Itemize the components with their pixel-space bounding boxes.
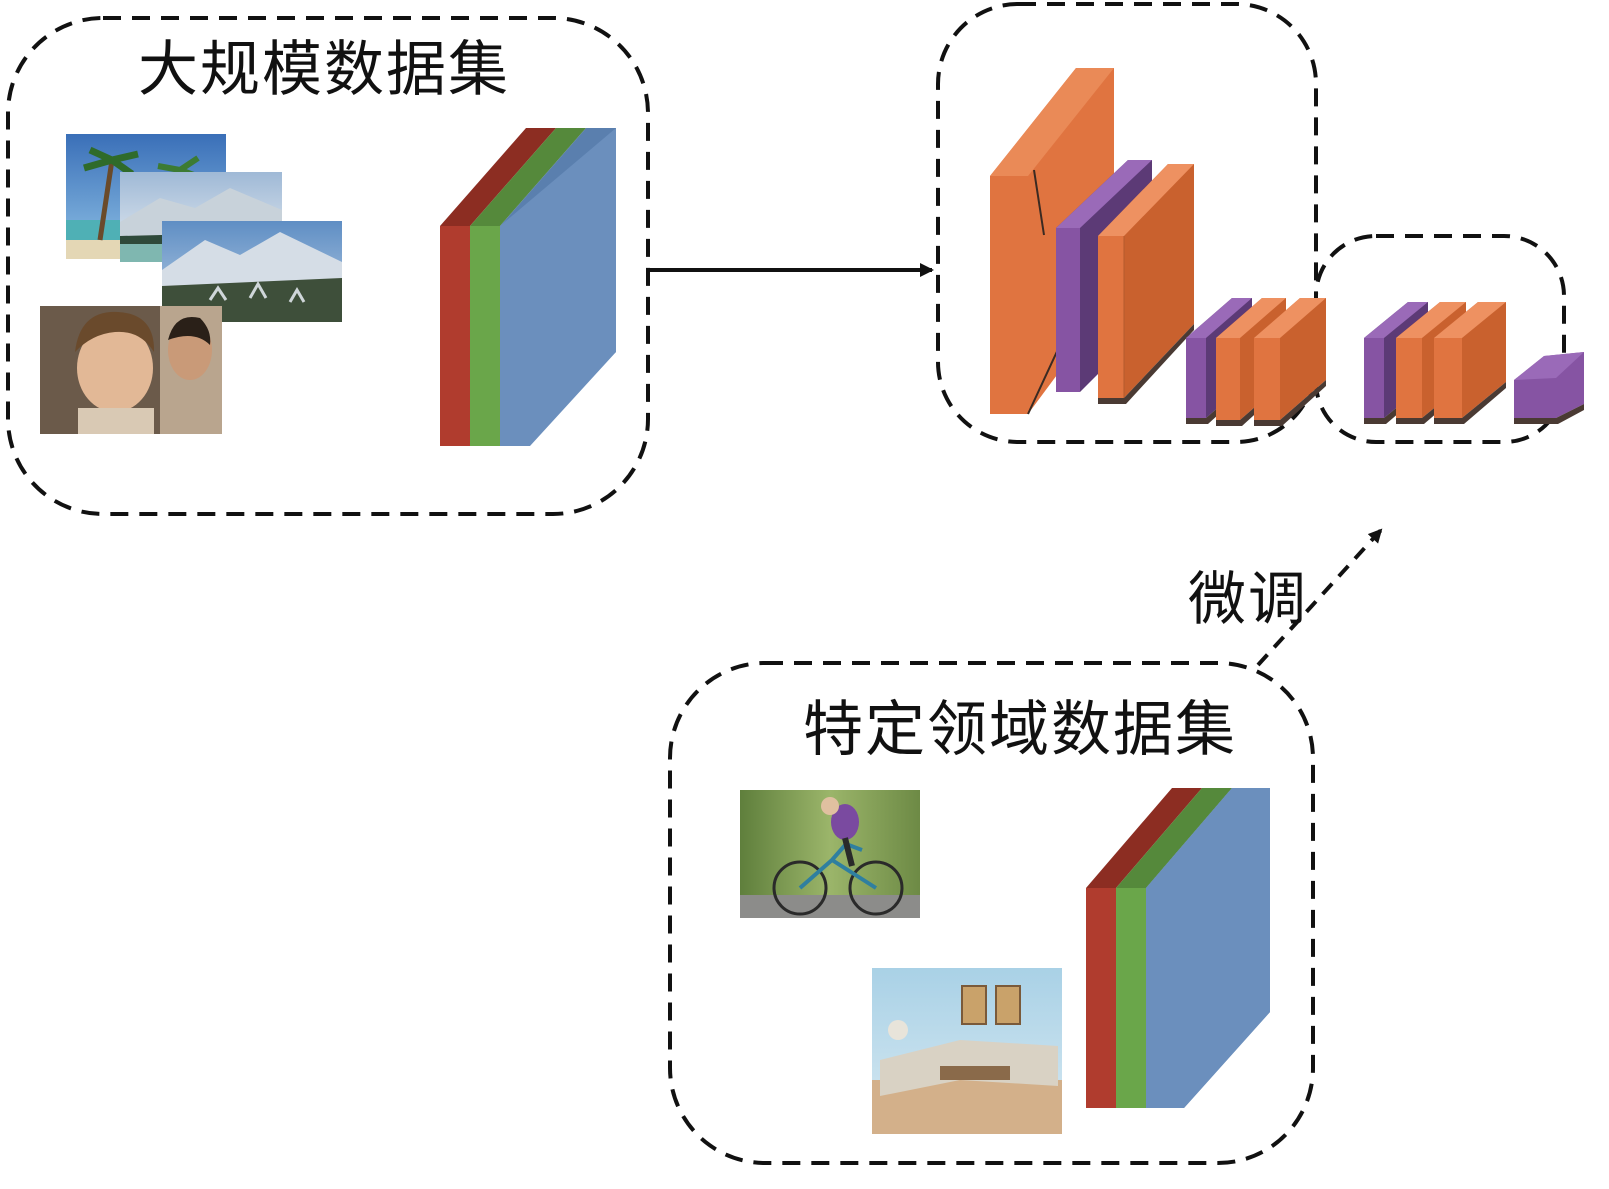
finetune-conv-block-2 (1434, 302, 1506, 424)
pretrained-network (990, 68, 1326, 426)
finetune-label: 微调 (1188, 565, 1309, 633)
mountain-valley-photo-icon (162, 221, 342, 322)
conv-block-4 (1254, 298, 1326, 426)
finetune-output-block (1514, 352, 1584, 424)
finetune-layers (1364, 302, 1584, 424)
domain-dataset-input-block (1086, 788, 1270, 1108)
cyclist-photo-icon (740, 790, 920, 918)
pretrained-network-box (936, 2, 1318, 444)
domain-dataset-box (668, 661, 1315, 1165)
large-dataset-box (6, 16, 650, 516)
finetune-arrow (1256, 528, 1383, 667)
large-dataset-title: 大规模数据集 (138, 35, 510, 105)
domain-dataset-title: 特定领域数据集 (803, 695, 1237, 765)
portrait-photo-icon (40, 306, 222, 434)
large-dataset-input-block (440, 128, 616, 446)
living-room-photo-icon (872, 968, 1062, 1134)
conv-block-2 (1098, 164, 1194, 404)
